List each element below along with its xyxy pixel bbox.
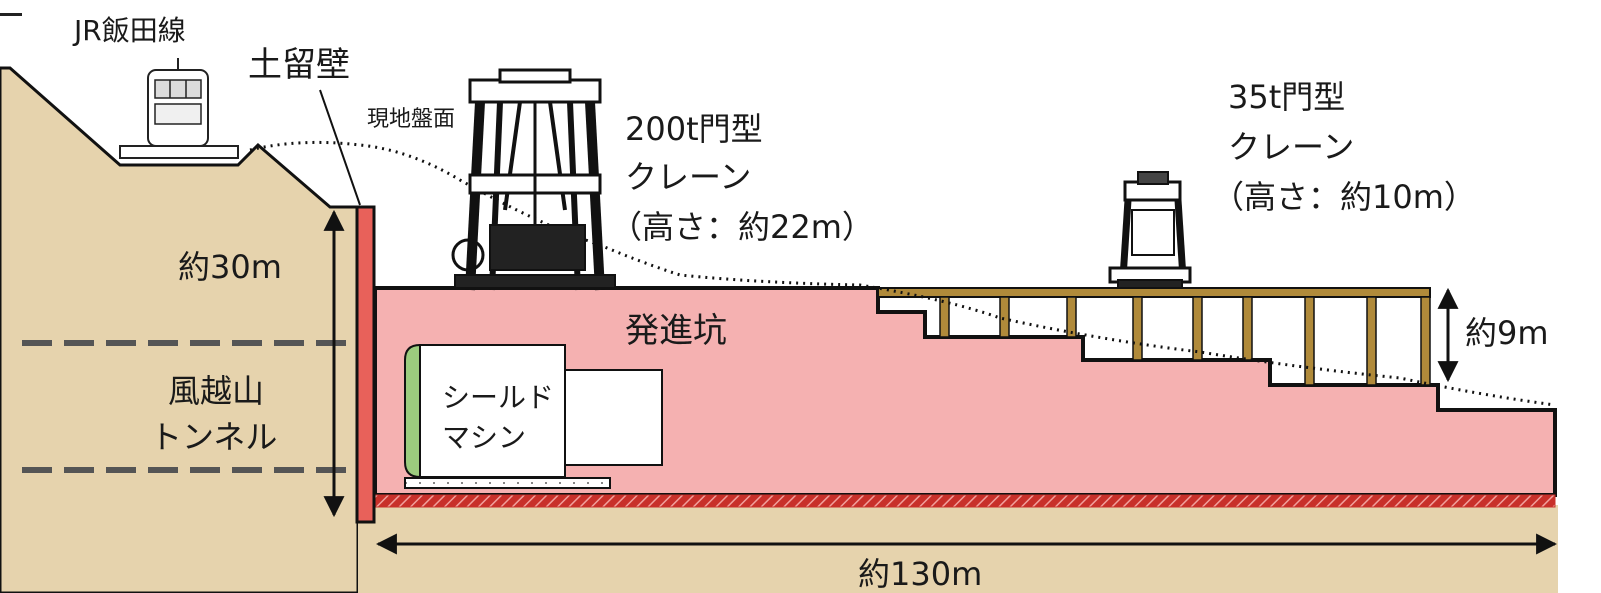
crane-200-label-line1: 200t門型: [625, 110, 763, 148]
retaining-wall: [355, 205, 376, 524]
crane-35-label-line3: （高さ：約10m）: [1212, 178, 1476, 216]
depth-label: 約30m: [178, 248, 282, 286]
train-icon: [119, 58, 239, 159]
launch-shaft: [373, 286, 1557, 497]
crane-200-label-line3: （高さ：約22m）: [610, 208, 874, 246]
shield-label-line2: マシン: [442, 421, 526, 454]
floor-slab: [374, 494, 1556, 508]
tunnel-label-line1: 風越山: [168, 372, 264, 410]
wall-pointer-line: [319, 89, 361, 206]
gantry-crane-35t: [1108, 171, 1192, 289]
ground-surface-line: [249, 140, 1556, 407]
railway-label: JR飯田線: [72, 14, 186, 47]
retaining-wall-label: 土留壁: [248, 45, 350, 85]
corner-mark: [0, 0, 22, 16]
crane-35-label-line1: 35t門型: [1228, 78, 1345, 116]
length-label: 約130m: [858, 555, 982, 593]
crane-200-label-line2: クレーン: [625, 158, 751, 196]
shield-machine: [404, 343, 663, 489]
tunnel-label-line2: トンネル: [150, 418, 277, 456]
launch-shaft-label: 発進坑: [625, 311, 727, 351]
step-height-label: 約9m: [1465, 314, 1549, 352]
crane-35-label-line2: クレーン: [1228, 128, 1354, 166]
shield-label-line1: シールド: [442, 381, 554, 414]
gantry-crane-200t: [451, 68, 616, 291]
ground-left-slope: [0, 66, 360, 593]
ground-surface-label: 現地盤面: [367, 107, 455, 132]
